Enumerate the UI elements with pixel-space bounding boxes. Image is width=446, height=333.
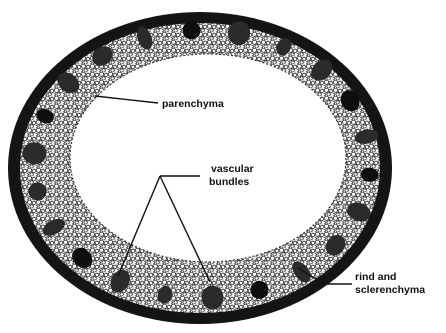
rind-label-line2: sclerenchyma (355, 284, 425, 296)
vascular-label-line1: vascular (211, 163, 254, 175)
rind-label-line1: rind and (355, 271, 396, 283)
vascular-label-line2: bundles (209, 176, 249, 188)
hollow-center (70, 54, 346, 262)
parenchyma-label: parenchyma (162, 98, 224, 110)
